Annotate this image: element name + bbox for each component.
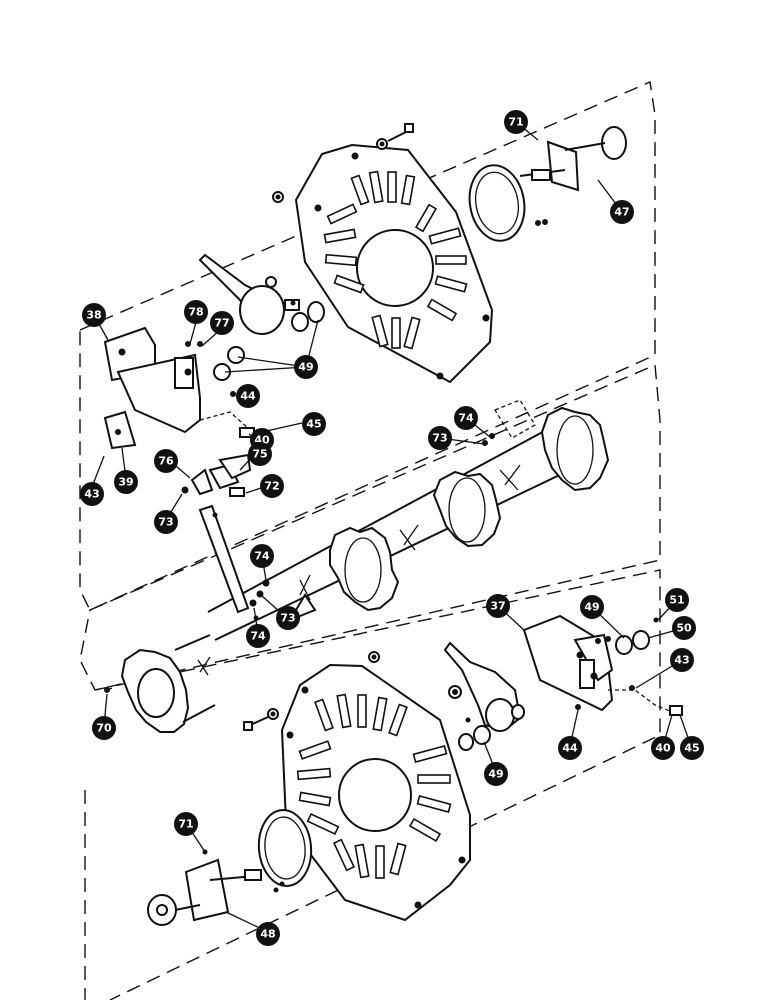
- callout-43-lower: 43: [670, 648, 694, 672]
- callout-73-top: 73: [428, 426, 452, 450]
- callout-label: 43: [674, 654, 689, 667]
- callout-77: 77: [210, 311, 234, 335]
- shaft-flange-2: [432, 470, 502, 548]
- callout-label: 74: [458, 412, 474, 425]
- callout-label: 49: [298, 361, 313, 374]
- callout-78: 78: [184, 300, 208, 324]
- lower-bearing-plate: [147, 849, 262, 926]
- callout-label: 49: [584, 601, 599, 614]
- callout-label: 40: [655, 742, 671, 755]
- callout-label: 44: [562, 742, 578, 755]
- callout-45-upper: 45: [302, 412, 326, 436]
- callout-73-left: 73: [154, 510, 178, 534]
- callout-label: 39: [118, 476, 133, 489]
- callout-label: 78: [188, 306, 203, 319]
- callout-label: 50: [676, 622, 692, 635]
- callout-49-lower: 49: [484, 762, 508, 786]
- callout-37: 37: [486, 594, 510, 618]
- callout-51: 51: [665, 588, 689, 612]
- callout-71-lower: 71: [174, 812, 198, 836]
- callout-39: 39: [114, 470, 138, 494]
- callout-45-lower: 45: [680, 736, 704, 760]
- callout-label: 43: [84, 488, 99, 501]
- callout-75: 75: [248, 442, 272, 466]
- callout-label: 77: [214, 317, 229, 330]
- upper-group-outline: [79, 80, 656, 611]
- callout-74-mid: 74: [250, 544, 274, 568]
- left-bracket: [103, 326, 261, 450]
- upper-crank-arm: [198, 253, 325, 381]
- callout-label: 75: [252, 448, 267, 461]
- callout-47: 47: [610, 200, 634, 224]
- shaft-flange-3: [482, 399, 610, 492]
- callout-label: 48: [260, 928, 275, 941]
- callout-label: 49: [488, 768, 503, 781]
- callout-label: 73: [158, 516, 173, 529]
- callout-label: 73: [432, 432, 447, 445]
- callout-38: 38: [82, 303, 106, 327]
- callout-label: 70: [96, 722, 112, 735]
- upper-plate-slots: [323, 170, 468, 350]
- upper-octagonal-plate: [294, 143, 494, 384]
- callout-40-lower: 40: [651, 736, 675, 760]
- callout-label: 38: [86, 309, 101, 322]
- callout-label: 73: [280, 612, 295, 625]
- callout-label: 45: [306, 418, 321, 431]
- upper-gasket-ring: [468, 164, 526, 242]
- callout-label: 37: [490, 600, 505, 613]
- callout-49-upper: 49: [294, 355, 318, 379]
- lower-group-outline: [84, 569, 661, 1000]
- callout-label: 71: [508, 116, 523, 129]
- callout-label: 45: [684, 742, 699, 755]
- upper-bolt: [272, 123, 414, 203]
- lower-bolt: [243, 651, 462, 731]
- callout-label: 44: [240, 390, 256, 403]
- left-shaft-flange: [104, 634, 216, 733]
- callout-label: 76: [158, 455, 174, 468]
- callout-50: 50: [672, 616, 696, 640]
- lower-crank-arm: [443, 641, 525, 751]
- callout-74-top: 74: [454, 406, 478, 430]
- lower-plate-slots: [296, 693, 452, 879]
- callout-74-lower: 74: [246, 624, 270, 648]
- callout-43-upper: 43: [80, 482, 104, 506]
- callout-label: 47: [614, 206, 629, 219]
- latch-links: [181, 453, 252, 497]
- right-bracket: [522, 614, 683, 716]
- callout-48: 48: [256, 922, 280, 946]
- callout-label: 74: [254, 550, 270, 563]
- upper-bearing-plate: [519, 126, 627, 226]
- lower-octagonal-plate: [280, 663, 471, 922]
- callout-label: 51: [669, 594, 684, 607]
- callout-72: 72: [260, 474, 284, 498]
- shaft-flange-1: [329, 526, 400, 612]
- callout-label: 74: [250, 630, 266, 643]
- callout-label: 71: [178, 818, 193, 831]
- callout-44-lower: 44: [558, 736, 582, 760]
- callout-76: 76: [154, 449, 178, 473]
- callout-44-upper: 44: [236, 384, 260, 408]
- lower-gasket-ring: [257, 809, 313, 893]
- callout-70: 70: [92, 716, 116, 740]
- callout-71-upper: 71: [504, 110, 528, 134]
- callout-73-mid: 73: [276, 606, 300, 630]
- callout-49-right: 49: [580, 595, 604, 619]
- callout-label: 72: [264, 480, 279, 493]
